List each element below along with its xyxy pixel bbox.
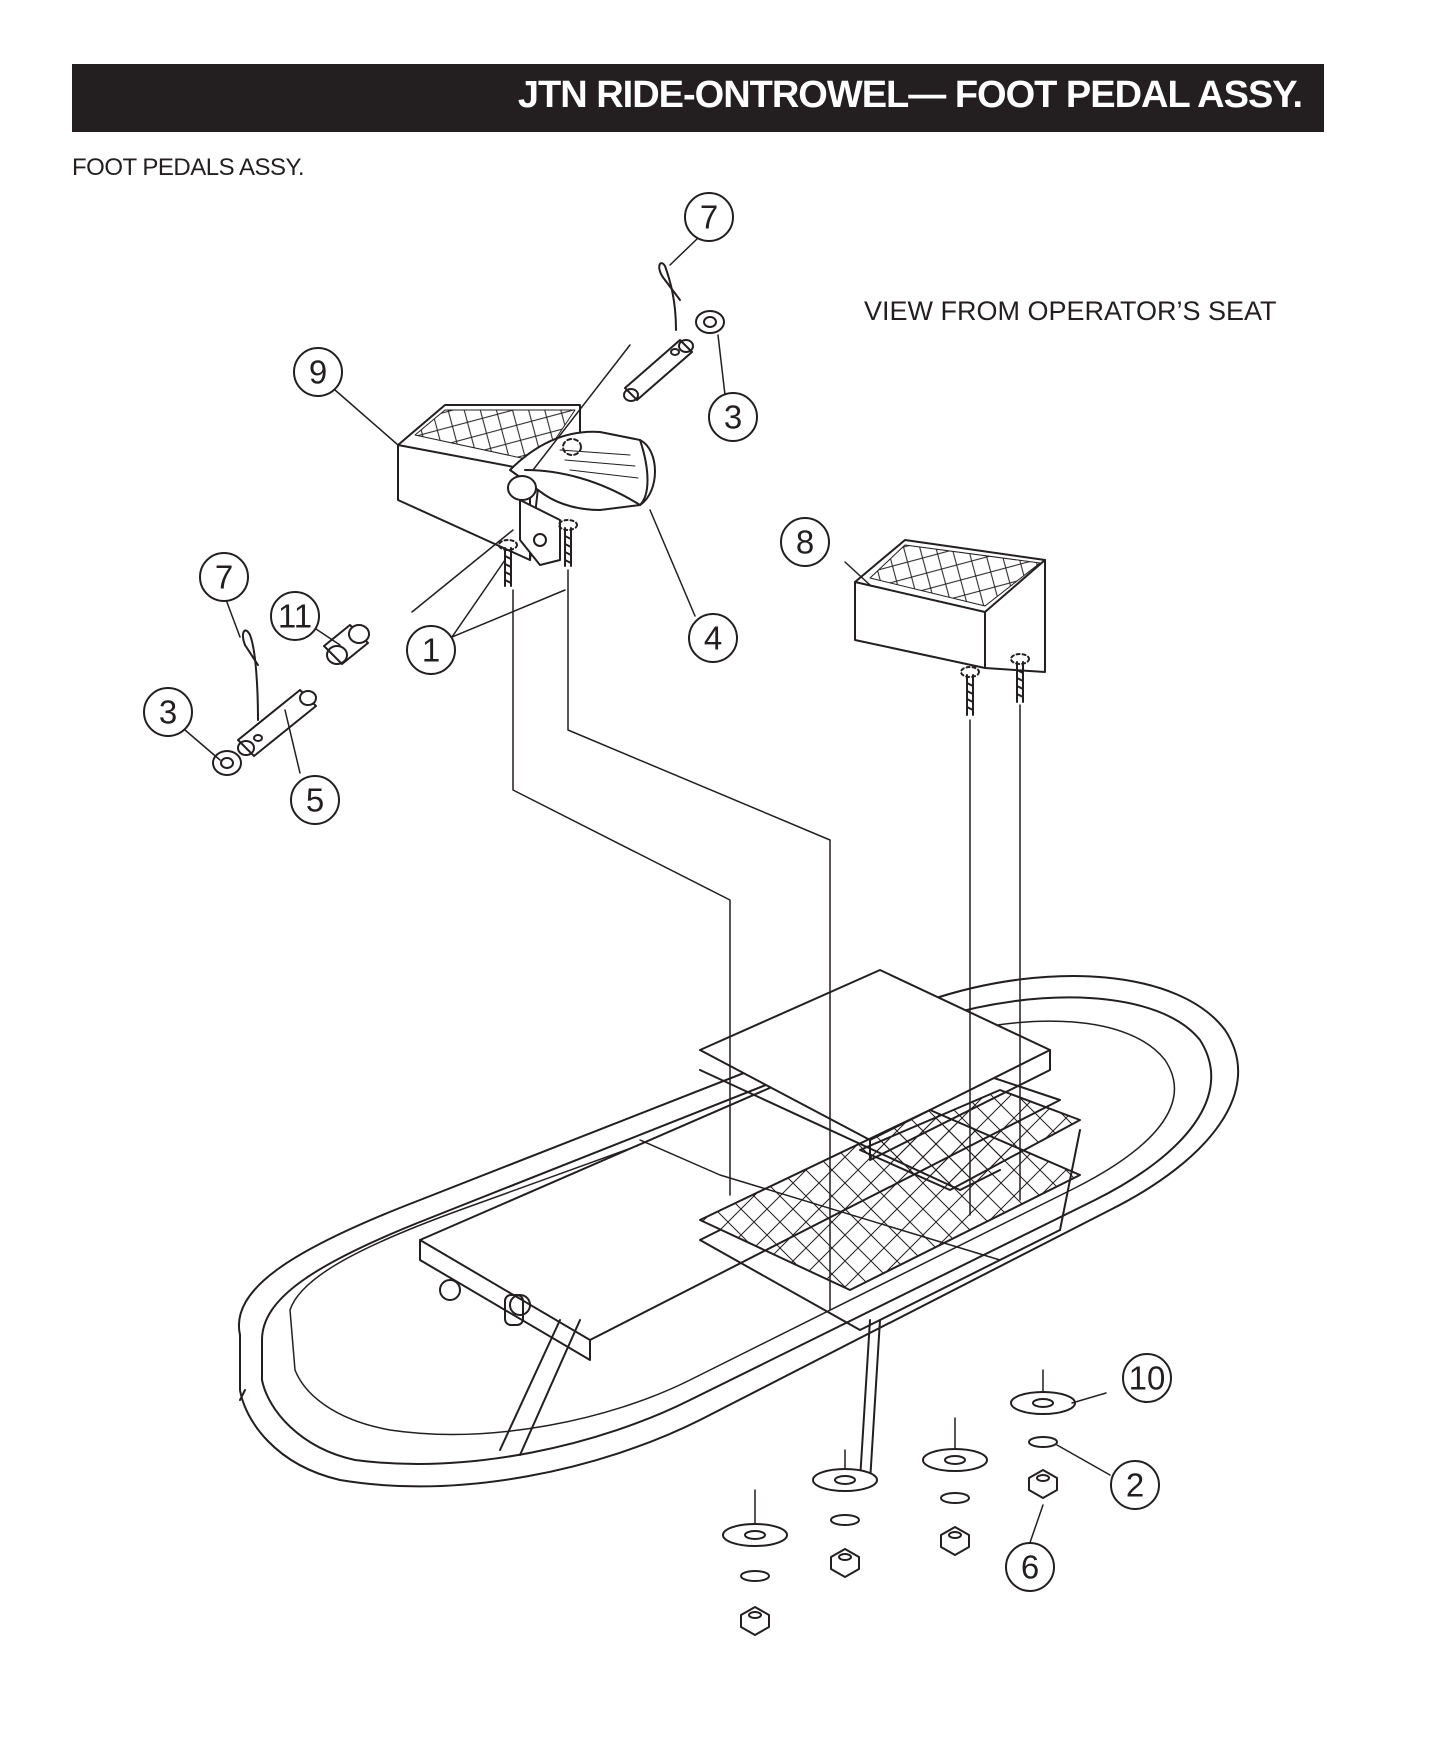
right-pedal-bolts: [960, 653, 1030, 716]
title-bar: JTN RIDE-ONTROWEL— FOOT PEDAL ASSY.: [72, 64, 1324, 132]
callout-1: 1: [406, 625, 456, 675]
svg-text:10: 10: [1129, 1360, 1166, 1397]
pedal-bolts: [498, 519, 578, 587]
view-note: VIEW FROM OPERATOR’S SEAT: [864, 296, 1277, 326]
svg-text:2: 2: [1126, 1467, 1144, 1504]
callout-7-top: 7: [684, 192, 734, 242]
callout-6: 6: [1005, 1542, 1055, 1592]
lower-pin-assembly: [212, 529, 514, 776]
svg-text:3: 3: [724, 399, 742, 436]
callout-4: 4: [688, 613, 738, 663]
callout-5: 5: [290, 775, 340, 825]
upper-pin-assembly: [532, 262, 725, 471]
hardware-stack-3: [922, 1417, 988, 1556]
assembly-leader-lines: [512, 569, 1021, 1311]
callout-3-top: 3: [708, 392, 758, 442]
svg-text:7: 7: [215, 559, 233, 596]
svg-text:8: 8: [796, 524, 814, 561]
callout-3-left: 3: [143, 687, 193, 737]
callout-9: 9: [293, 347, 343, 397]
page-title: JTN RIDE-ONTROWEL— FOOT PEDAL ASSY.: [517, 74, 1303, 116]
hardware-stack-4: [1010, 1369, 1076, 1499]
callout-leaders: [184, 237, 1111, 1558]
hardware-stack-1: [722, 1489, 788, 1636]
right-foot-pedal: [854, 539, 1046, 673]
svg-text:4: 4: [704, 620, 722, 657]
svg-text:3: 3: [159, 694, 177, 731]
svg-text:6: 6: [1021, 1549, 1039, 1586]
svg-text:9: 9: [309, 354, 327, 391]
svg-text:5: 5: [306, 782, 324, 819]
svg-text:11: 11: [278, 598, 312, 635]
callout-11: 11: [270, 591, 320, 641]
svg-text:7: 7: [700, 199, 718, 236]
callout-8: 8: [780, 517, 830, 567]
callout-10: 10: [1122, 1353, 1172, 1403]
frame-deck: [419, 969, 1081, 1483]
callout-2: 2: [1110, 1460, 1160, 1510]
callout-7-left: 7: [199, 552, 249, 602]
svg-text:1: 1: [422, 632, 440, 669]
section-subtitle: FOOT PEDALS ASSY.: [72, 154, 305, 181]
hardware-stack-2: [812, 1449, 878, 1578]
oval-frame: [237, 975, 1240, 1488]
pedal-rocker: [507, 430, 656, 566]
